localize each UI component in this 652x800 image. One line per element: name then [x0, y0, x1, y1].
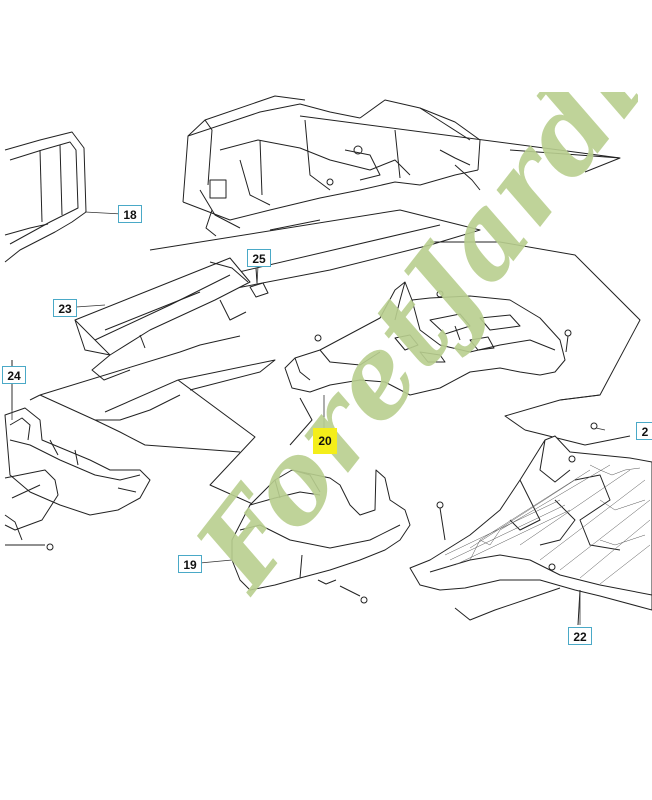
callout-2: 2	[636, 422, 652, 440]
callout-25: 25	[247, 249, 271, 267]
svg-text:ForetJardin.com: ForetJardin.com	[169, 92, 638, 614]
callout-20: 20	[313, 428, 337, 454]
footrest-grille-mesh	[444, 464, 651, 585]
callout-24: 24	[2, 366, 26, 384]
callout-18: 18	[118, 205, 142, 223]
floor-plate-outline	[29, 115, 641, 621]
leader-lines	[11, 211, 606, 625]
part-19-front-cover	[231, 469, 411, 604]
callout-22: 22	[568, 627, 592, 645]
part-23-channel-cover	[74, 257, 251, 381]
watermark-logo: ForetJardin.com	[169, 92, 638, 614]
part-24-tray	[4, 360, 151, 551]
part-18-side-panel	[4, 131, 87, 263]
part-25-bracket	[249, 267, 269, 298]
callout-23: 23	[53, 299, 77, 317]
frame-assembly	[182, 95, 481, 237]
callout-19: 19	[178, 555, 202, 573]
part-20-console-cover	[284, 281, 598, 446]
